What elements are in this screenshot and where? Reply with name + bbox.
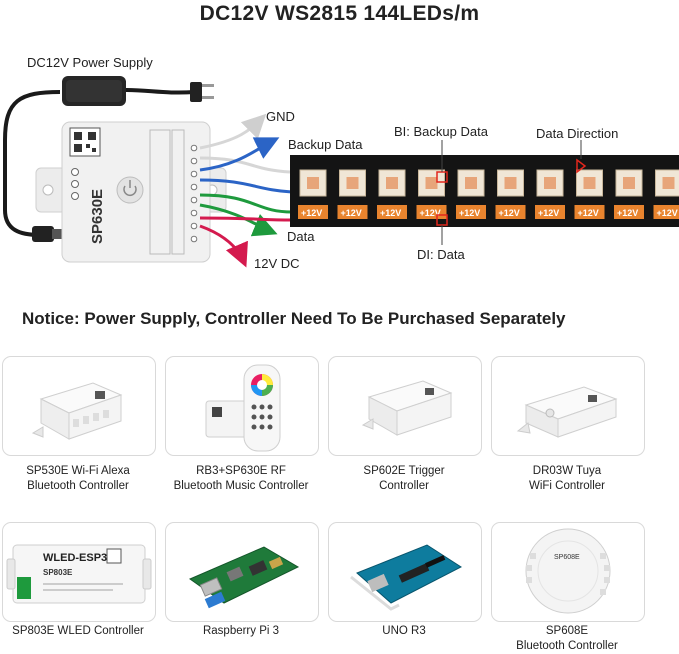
product-caption-raspberry-pi-3: Raspberry Pi 3 [156, 624, 326, 639]
controller-model-label: SP630E [89, 189, 106, 244]
product-card-sp530e[interactable] [2, 356, 156, 456]
led-strip: +12V+12V+12V+12V+12V+12V+12V+12V+12V+12V [290, 140, 679, 245]
led-core [623, 177, 635, 189]
product-card-sp803e[interactable]: WLED-ESP32 SP803E [2, 522, 156, 622]
pad-label: +12V [301, 208, 322, 218]
sp803e-label: SP803E [43, 568, 73, 577]
product-card-raspberry-pi-3[interactable] [165, 522, 319, 622]
pad-label: +12V [578, 208, 599, 218]
pad-label: +12V [380, 208, 401, 218]
power-supply-label: DC12V Power Supply [27, 55, 153, 70]
pad-label: +12V [657, 208, 678, 218]
sp803e-controller-image: WLED-ESP32 SP803E [3, 523, 155, 621]
pad-label: +12V [459, 208, 480, 218]
product-caption-uno-r3: UNO R3 [319, 624, 489, 639]
led-core [544, 177, 556, 189]
uno-r3-image [329, 523, 481, 621]
rb3-remote-image [166, 357, 318, 455]
wled-label: WLED-ESP32 [43, 552, 113, 564]
pad-label: +12V [499, 208, 520, 218]
dr03w-controller-image [492, 357, 644, 455]
raspberry-pi-image [166, 523, 318, 621]
notice-heading: Notice: Power Supply, Controller Need To… [22, 309, 566, 329]
led-core [386, 177, 398, 189]
sp602e-controller-image [329, 357, 481, 455]
product-card-sp602e[interactable] [328, 356, 482, 456]
page-title: DC12V WS2815 144LEDs/m [0, 2, 679, 26]
led-core [426, 177, 438, 189]
product-card-rb3-sp630e[interactable] [165, 356, 319, 456]
data-direction-label: Data Direction [536, 126, 618, 141]
product-card-dr03w[interactable] [491, 356, 645, 456]
product-card-sp608e[interactable]: SP608E [491, 522, 645, 622]
pad-label: +12V [538, 208, 559, 218]
sp608e-label: SP608E [554, 554, 580, 561]
sp530e-controller-image [3, 357, 155, 455]
backup-data-label: Backup Data [288, 137, 362, 152]
di-data-label: DI: Data [417, 247, 465, 262]
led-core [465, 177, 477, 189]
pad-label: +12V [341, 208, 362, 218]
led-core [307, 177, 319, 189]
pad-label: +12V [617, 208, 638, 218]
led-core [663, 177, 675, 189]
sp608e-controller-image: SP608E [492, 523, 644, 621]
led-core [584, 177, 596, 189]
12v-dc-label: 12V DC [254, 256, 300, 271]
product-caption-sp803e: SP803E WLED Controller [0, 624, 163, 639]
bi-backup-data-label: BI: Backup Data [394, 124, 488, 139]
gnd-label: GND [266, 109, 295, 124]
led-core [347, 177, 359, 189]
data-label: Data [287, 229, 314, 244]
led-core [505, 177, 517, 189]
dc-plug [32, 226, 62, 242]
controller-sp630e: SP630E [36, 122, 226, 262]
product-card-uno-r3[interactable] [328, 522, 482, 622]
